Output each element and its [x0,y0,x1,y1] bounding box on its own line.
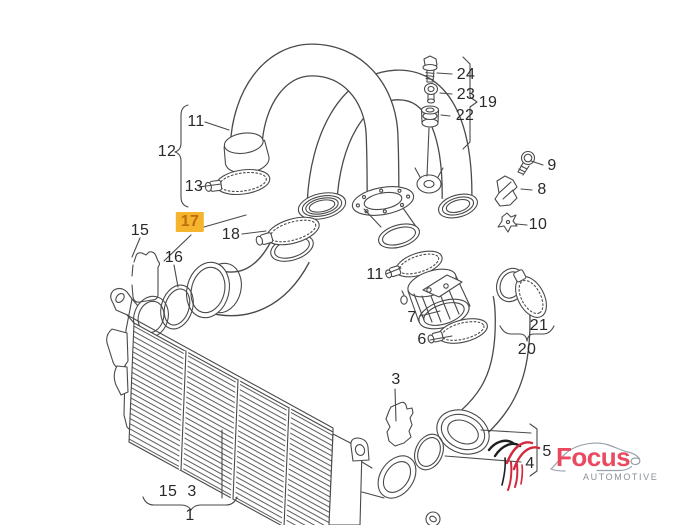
hose-retainer-bracket [414,167,444,194]
callout-6: 6 [417,331,427,348]
focus-logo-subtitle: AUTOMOTIVE [583,472,659,482]
callout-3-mid: 3 [391,371,401,388]
callout-12: 12 [157,143,177,160]
o-ring-4 [414,433,444,471]
callout-4: 4 [525,455,535,472]
callout-1: 1 [185,507,195,524]
hose-clamp-21 [513,269,547,318]
screw-23 [423,82,439,104]
callout-20: 20 [517,341,537,358]
leader-line-22 [426,127,430,177]
callout-15-top: 15 [130,222,150,239]
callout-13: 13 [184,178,204,195]
hex-bolt-24 [422,55,438,83]
callout-9: 9 [547,157,557,174]
focus-logo-text: Focus [556,442,631,472]
callout-15-bottom: 15 [158,483,178,500]
intercooler [106,287,441,525]
callout-22: 22 [455,107,475,124]
intercooler-elbow-hose-17 [185,230,314,319]
callout-10: 10 [528,216,548,233]
gasket-clip-3 [385,401,414,447]
grommet-22 [420,105,440,128]
hose-clamp-6 [427,318,488,344]
bracket-8 [494,175,518,207]
gasket-clip-15 [131,251,161,303]
hose-threaded-end [297,192,347,220]
clip-10 [497,212,518,233]
screw-9 [517,150,536,176]
callout-24: 24 [456,66,476,83]
group-brackets [142,56,555,511]
hose-clamp-18 [255,216,320,246]
callout-21: 21 [529,317,549,334]
o-ring-16 [160,284,194,330]
watermark-swoosh-icon [487,439,541,491]
callout-19: 19 [478,94,498,111]
callout-7: 7 [407,309,417,326]
callout-5: 5 [542,443,552,460]
car-outline-icon [550,442,641,472]
callout-18: 18 [221,226,241,243]
callout-16: 16 [164,249,184,266]
callout-11-mid: 11 [366,266,384,283]
callout-3-bottom: 3 [187,483,197,500]
intercooler-outlet [377,455,417,499]
hose-clamp-13 [204,168,271,196]
callout-23: 23 [456,86,476,103]
callout-17-highlighted[interactable]: 17 [175,212,205,232]
hose-ribbed-end [437,193,479,219]
pipe-flange [351,186,420,249]
mounting-bolt-bottom [425,511,441,525]
callout-11-top: 11 [187,113,205,130]
leader-lines [131,72,544,499]
callout-8: 8 [537,181,547,198]
